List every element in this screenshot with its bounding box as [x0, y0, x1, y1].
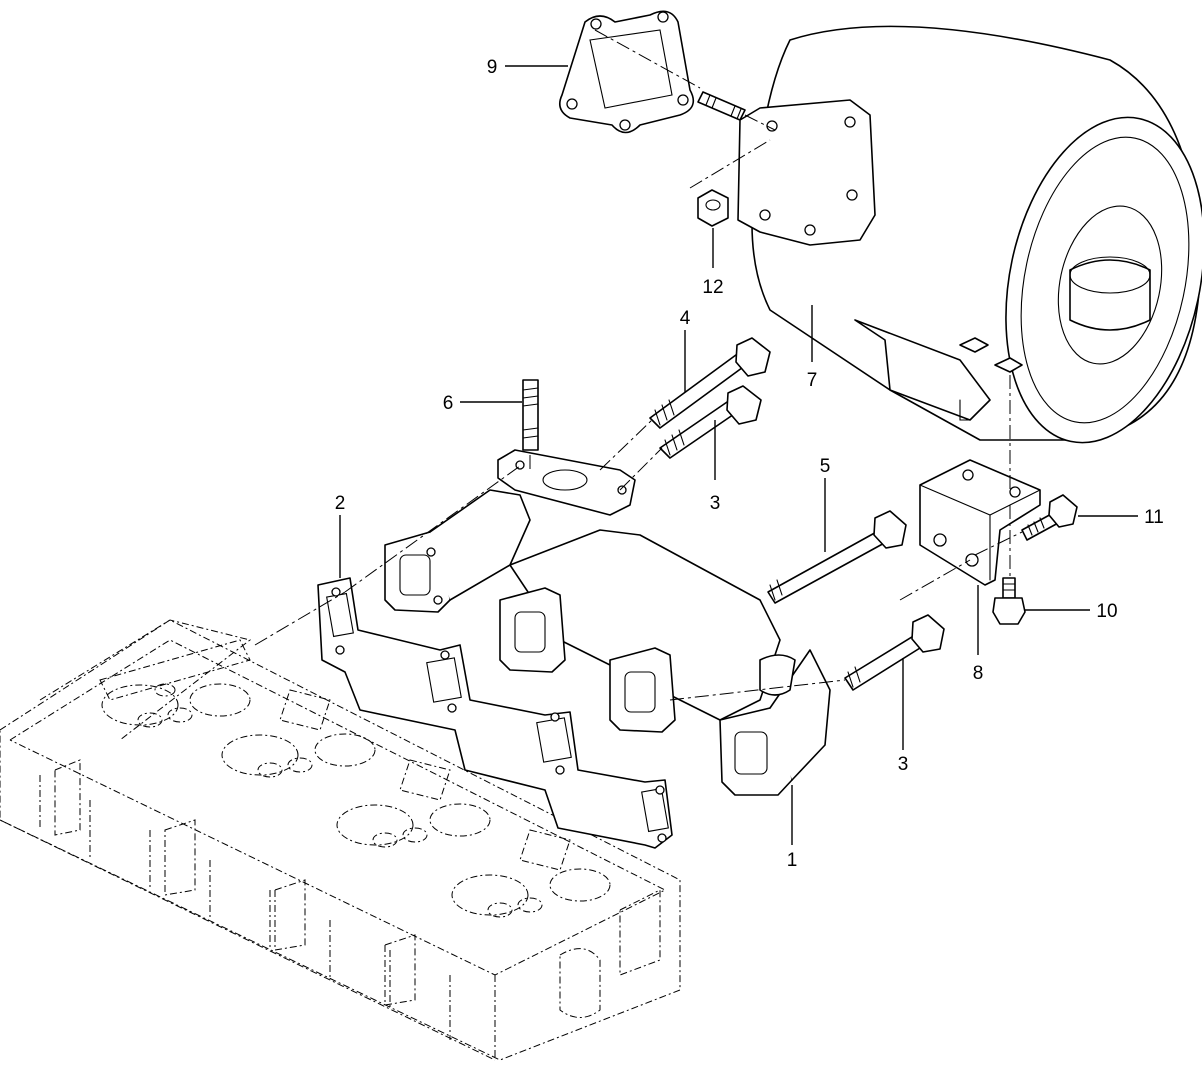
muffler-stud: [697, 91, 746, 121]
muffler: [737, 25, 1202, 444]
callout-12: 12: [702, 277, 723, 298]
callout-8: 8: [973, 663, 984, 684]
stud: [522, 379, 539, 451]
bolt-long-upper: [649, 337, 771, 429]
callout-5: 5: [820, 456, 831, 477]
callout-6: 6: [443, 393, 454, 414]
callout-2: 2: [335, 493, 346, 514]
bracket-bolt-side: [1021, 494, 1078, 541]
bolt-short-upper: [659, 385, 762, 459]
callout-3-lower: 3: [898, 754, 909, 775]
callout-1: 1: [787, 850, 798, 871]
exhaust-manifold: [384, 449, 831, 796]
bracket-bolt-bottom: [992, 577, 1026, 625]
callout-10: 10: [1096, 601, 1117, 622]
cylinder-head-phantom: [0, 619, 681, 1061]
muffler-flange-gasket: [559, 10, 695, 134]
muffler-support-bracket: [919, 459, 1041, 586]
leader-lines: [339, 65, 1138, 845]
flange-nut: [697, 189, 729, 227]
callout-4: 4: [680, 308, 691, 329]
callout-7: 7: [807, 370, 818, 391]
assembly-lines: [254, 29, 1023, 701]
callout-labels: 1 2 3 3 4 5 6 7 8 9 10 11 12: [335, 57, 1164, 871]
exhaust-manifold-gasket: [317, 577, 673, 849]
callout-9: 9: [487, 57, 498, 78]
bolt-long-middle: [767, 510, 907, 604]
callout-3-upper: 3: [710, 493, 721, 514]
bolt-short-lower: [844, 614, 945, 691]
callout-11: 11: [1144, 507, 1164, 528]
